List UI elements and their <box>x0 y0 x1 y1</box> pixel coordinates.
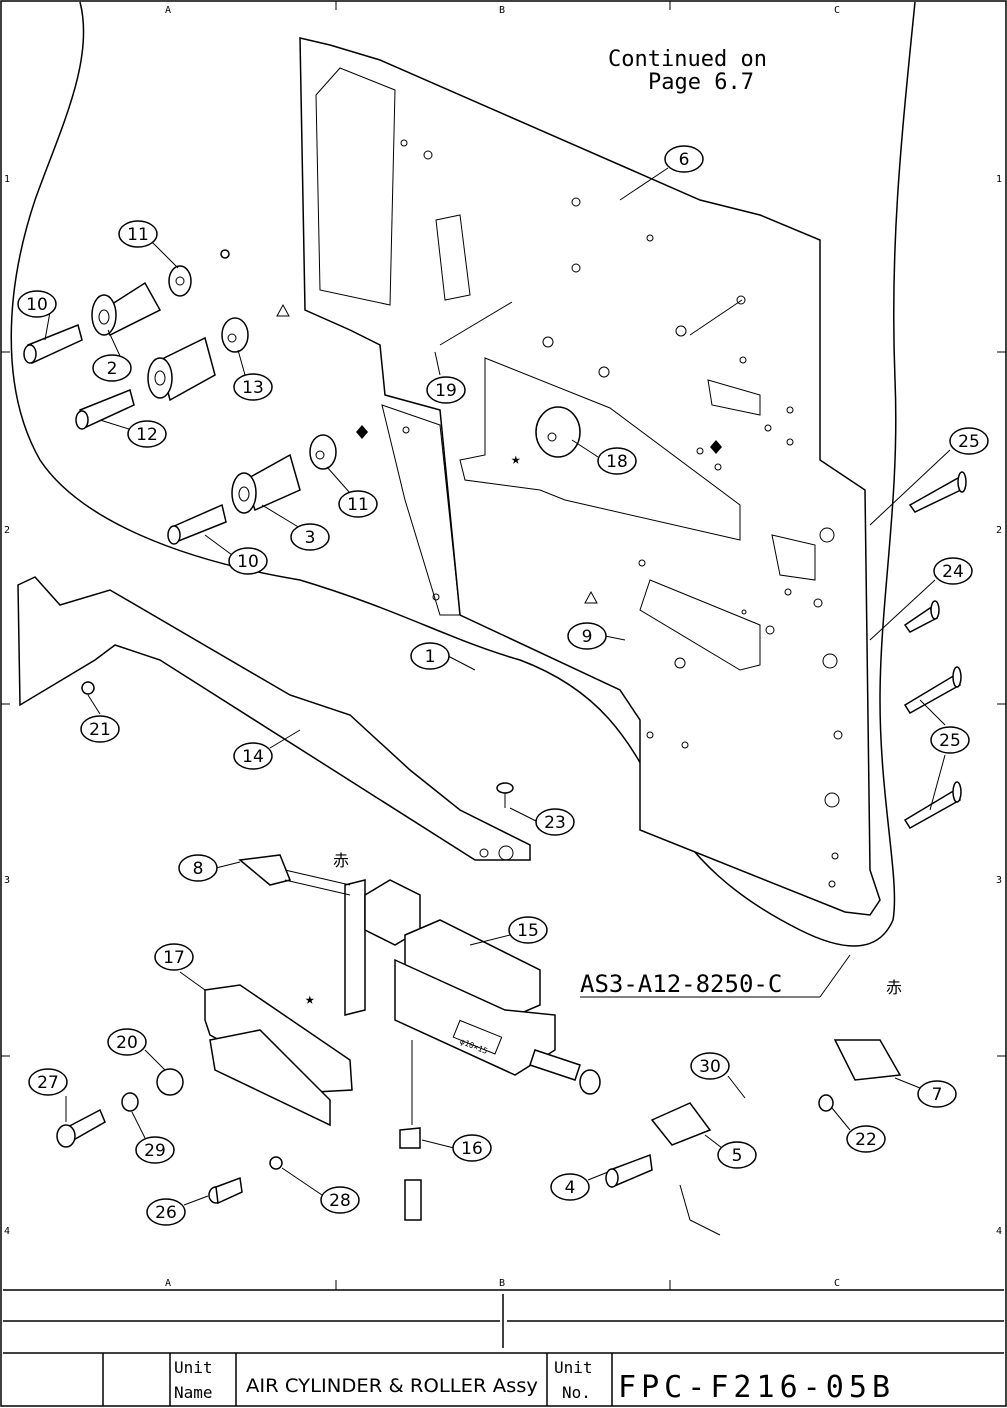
callout-bubble: 16 <box>453 1135 491 1161</box>
grid-row-2: 2 <box>4 525 10 536</box>
callout-number: 9 <box>582 627 593 647</box>
triangle-symbol <box>277 305 289 316</box>
continued-note-line1: Continued on <box>608 47 767 72</box>
callout-number: 6 <box>679 150 690 170</box>
callout-number: 22 <box>855 1130 877 1150</box>
callout-number: 18 <box>606 452 628 472</box>
callout-bubble: 22 <box>847 1126 885 1152</box>
callout-bubble: 11 <box>119 221 157 247</box>
callout-bubble: 28 <box>321 1187 359 1213</box>
callout-number: 28 <box>329 1191 351 1211</box>
part-number-label: AS3-A12-8250-C <box>580 970 782 998</box>
callout-bubble: 25 <box>950 428 988 454</box>
grid-row-3-right: 3 <box>996 875 1002 886</box>
callout-bubble: 9 <box>568 623 606 649</box>
grid-row-2-right: 2 <box>996 525 1002 536</box>
callout-number: 17 <box>163 948 185 968</box>
callout-number: 11 <box>127 225 149 245</box>
unit-no-label: Unit <box>554 1358 593 1377</box>
callout-number: 13 <box>242 378 264 398</box>
callout-bubble: 1 <box>411 643 449 669</box>
callout-number: 14 <box>242 747 264 767</box>
callout-number: 8 <box>193 859 204 879</box>
callout-number: 10 <box>237 552 259 572</box>
callout-number: 12 <box>136 425 158 445</box>
callout-number: 25 <box>939 731 961 751</box>
callout-bubble: 13 <box>234 374 272 400</box>
grid-col-a: A <box>165 5 171 16</box>
callout-bubble: 4 <box>551 1174 589 1200</box>
grid-col-c: C <box>834 5 840 16</box>
callout-number: 2 <box>107 359 118 379</box>
callout-bubble: 18 <box>598 448 636 474</box>
callout-number: 20 <box>116 1033 138 1053</box>
callout-number: 30 <box>699 1057 721 1077</box>
callout-bubble: 20 <box>108 1029 146 1055</box>
callout-bubble: 17 <box>155 944 193 970</box>
unit-name-value: AIR CYLINDER & ROLLER Assy <box>246 1375 538 1397</box>
callout-number: 26 <box>155 1203 177 1223</box>
callout-bubble: 10 <box>229 548 267 574</box>
callout-number: 5 <box>732 1146 743 1166</box>
callout-bubble: 11 <box>339 491 377 517</box>
callout-bubble: 26 <box>147 1199 185 1225</box>
callout-number: 16 <box>461 1139 483 1159</box>
callout-bubble: 19 <box>427 377 465 403</box>
callout-bubble: 24 <box>934 558 972 584</box>
star-symbol: ★ <box>511 449 521 468</box>
callout-number: 1 <box>425 647 436 667</box>
callout-number: 21 <box>89 720 111 740</box>
callout-bubble: 10 <box>18 291 56 317</box>
callout-number: 7 <box>932 1085 943 1105</box>
grid-col-b-bottom: B <box>499 1278 505 1289</box>
callout-bubble: 2 <box>93 355 131 381</box>
color-mark-red: 赤 <box>886 978 902 997</box>
callout-bubble: 15 <box>509 917 547 943</box>
unit-no-label: No. <box>562 1383 591 1402</box>
callout-number: 15 <box>517 921 539 941</box>
grid-row-3: 3 <box>4 875 10 886</box>
callout-number: 23 <box>544 813 566 833</box>
unit-no-value: FPC-F216-05B <box>618 1370 890 1405</box>
diamond-symbol <box>356 425 368 439</box>
screws-right <box>905 472 966 828</box>
callout-bubble: 8 <box>179 855 217 881</box>
callout-bubble: 23 <box>536 809 574 835</box>
continued-note-line2: Page 6.7 <box>648 70 754 95</box>
callout-number: 25 <box>958 432 980 452</box>
unit-name-label: Name <box>174 1383 213 1402</box>
grid-row-1-right: 1 <box>996 174 1002 185</box>
callout-bubble: 27 <box>29 1069 67 1095</box>
callout-number: 4 <box>565 1178 576 1198</box>
callout-bubble: 7 <box>918 1081 956 1107</box>
callout-bubble: 3 <box>291 524 329 550</box>
callout-number: 10 <box>26 295 48 315</box>
callout-bubble: 21 <box>81 716 119 742</box>
callout-bubble: 29 <box>136 1137 174 1163</box>
callout-number: 19 <box>435 381 457 401</box>
unit-name-label: Unit <box>174 1358 213 1377</box>
grid-col-c-bottom: C <box>834 1278 840 1289</box>
callout-number: 27 <box>37 1073 59 1093</box>
callout-bubble: 14 <box>234 743 272 769</box>
color-mark-red: 赤 <box>333 851 349 870</box>
grid-col-a-bottom: A <box>165 1278 171 1289</box>
grid-row-4-right: 4 <box>996 1226 1002 1237</box>
grid-col-b: B <box>499 5 505 16</box>
grid-row-4: 4 <box>4 1226 10 1237</box>
callout-bubble: 6 <box>665 146 703 172</box>
callout-bubble: 25 <box>931 727 969 753</box>
callout-number: 3 <box>305 528 316 548</box>
callout-number: 11 <box>347 495 369 515</box>
star-symbol: ★ <box>305 989 315 1008</box>
callout-number: 24 <box>942 562 964 582</box>
grid-row-1: 1 <box>4 174 10 185</box>
callout-number: 29 <box>144 1141 166 1161</box>
callout-bubble: 30 <box>691 1053 729 1079</box>
callout-bubble: 12 <box>128 421 166 447</box>
callout-bubble: 5 <box>718 1142 756 1168</box>
